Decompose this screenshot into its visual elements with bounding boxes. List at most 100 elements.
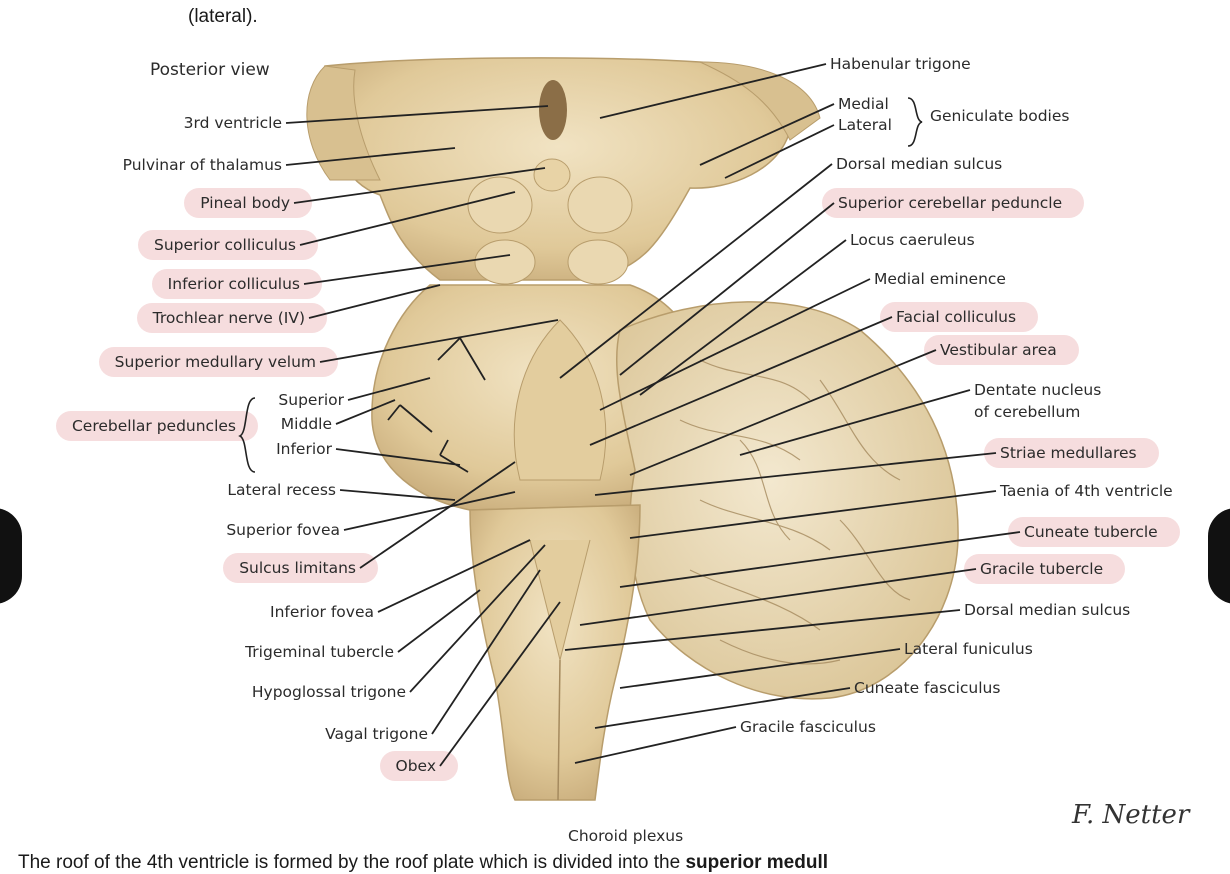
superior-cerebellar-peduncle-label: Superior cerebellar peduncle [838,194,1063,212]
facial-colliculus-leader [589,316,893,446]
superior-fovea-leader [343,491,516,531]
sulcus-limitans-leader [359,461,516,569]
taenia-label: Taenia of 4th ventricle [1000,482,1173,500]
vagal-trigone-label: Vagal trigone [325,725,428,743]
striae-medullares-highlight [984,438,1159,468]
trochlear-nerve-highlight [136,303,327,333]
obex-highlight [379,751,458,781]
gracile-tubercle-label: Gracile tubercle [980,560,1104,578]
hypoglossal-trigone-label: Hypoglossal trigone [251,683,406,701]
pulvinar-of-thalamus-leader [285,147,456,166]
peduncle-inferior-leader [335,448,461,466]
superior-medullary-velum-leader [319,319,559,363]
facial-colliculus-label: Facial colliculus [896,308,1017,326]
peduncle-inferior-label: Inferior [276,440,332,458]
gracile-fasciculus-label: Gracile fasciculus [740,718,876,736]
caption-top: (lateral). [188,6,258,27]
peduncle-middle-leader [335,399,396,425]
peduncle-pointer-3 [439,439,469,473]
dentate-nucleus-1-label: Dentate nucleus [974,381,1102,399]
figure-title: Posterior view [150,60,270,80]
medial-leader [699,103,835,166]
inferior-colliculus-label: Inferior colliculus [167,275,300,293]
habenular-trigone-label: Habenular trigone [830,55,971,73]
caption-bottom-bold: superior medull [685,852,828,873]
peduncles-brace [238,397,256,473]
superior-colliculus-right-shape [567,176,633,234]
lateral-leader [724,124,835,179]
obex-leader [439,601,561,767]
locus-caeruleus-label: Locus caeruleus [850,231,975,249]
lateral-funiculus-leader [619,648,901,689]
leader-lines [285,63,1021,767]
dorsal-median-sulcus-bottom-leader [564,609,961,651]
vestibular-area-label: Vestibular area [940,341,1057,359]
artist-signature: F. Netter [1072,800,1190,830]
peduncle-superior-label: Superior [278,391,344,409]
striae-medullares-label: Striae medullares [1000,444,1137,462]
prev-slide-button[interactable] [0,508,22,604]
cerebellar-peduncles-highlight [55,411,258,441]
lateral-label: Lateral [838,116,892,134]
caption-bottom: The roof of the 4th ventricle is formed … [18,852,828,874]
inferior-fovea-leader [377,539,531,613]
trigeminal-tubercle-label: Trigeminal tubercle [245,643,394,661]
vestibular-area-leader [629,349,937,476]
gracile-tubercle-leader [579,568,977,626]
vestibular-area-highlight [924,335,1079,365]
superior-colliculus-highlight [138,230,318,260]
habenular-trigone-leader [599,63,827,119]
gracile-fasciculus-leader [574,726,737,764]
striae-medullares-leader [594,452,997,496]
cuneate-tubercle-label: Cuneate tubercle [1024,523,1158,541]
locus-caeruleus-leader [639,239,847,396]
hypoglossal-trigone-leader [409,544,546,693]
cerebellum-shape [615,301,959,700]
dorsal-median-sulcus-line [557,659,561,801]
trochlear-nerve-label: Trochlear nerve (IV) [152,309,305,327]
superior-medullary-velum-highlight [98,347,338,377]
superior-colliculus-left-shape [467,176,533,234]
inferior-colliculus-highlight [151,269,322,299]
third-ventricle-shape [539,80,567,140]
superior-colliculus-leader [299,191,516,246]
pineal-body-shape [533,158,571,192]
vagal-trigone-leader [431,569,541,735]
choroid-plexus-label: Choroid plexus [568,827,684,845]
lateral-funiculus-label: Lateral funiculus [904,640,1033,658]
lateral-recess-leader [339,489,456,501]
dentate-nucleus-2-label: of cerebellum [974,403,1081,421]
dorsal-median-sulcus-top-leader [559,163,833,379]
dorsal-median-sulcus-top-label: Dorsal median sulcus [836,155,1003,173]
pulvinar-of-thalamus-label: Pulvinar of thalamus [122,156,282,174]
pineal-body-leader [293,167,546,204]
pineal-body-label: Pineal body [200,194,290,212]
geniculate-right-shape [699,61,821,141]
superior-cerebellar-peduncle-highlight [822,188,1085,218]
medulla-shape [469,504,641,801]
caption-bottom-text: The roof of the 4th ventricle is formed … [18,852,686,873]
superior-colliculus-label: Superior colliculus [154,236,296,254]
inferior-colliculus-right-shape [567,239,629,285]
facial-colliculus-highlight [880,302,1039,332]
peduncle-pointer-2 [387,404,433,433]
geniculate-brace [907,97,923,147]
sulcus-limitans-highlight [223,553,378,583]
cerebellar-peduncles-label: Cerebellar peduncles [71,417,236,435]
superior-cerebellar-peduncle-leader [619,202,835,376]
next-slide-button[interactable] [1208,508,1230,604]
obex-label: Obex [395,757,436,775]
medial-label: Medial [838,95,889,113]
dentate-nucleus-1-leader [739,389,971,456]
third-ventricle-label: 3rd ventricle [183,114,282,132]
peduncle-pointer-1 [437,337,486,381]
trigeminal-tubercle-leader [397,589,481,653]
cuneate-tubercle-highlight [1008,517,1180,547]
third-ventricle-leader [285,105,549,124]
inferior-fovea-label: Inferior fovea [270,603,374,621]
peduncle-superior-leader [347,377,431,401]
taenia-leader [629,490,997,539]
medial-eminence-label: Medial eminence [874,270,1006,288]
